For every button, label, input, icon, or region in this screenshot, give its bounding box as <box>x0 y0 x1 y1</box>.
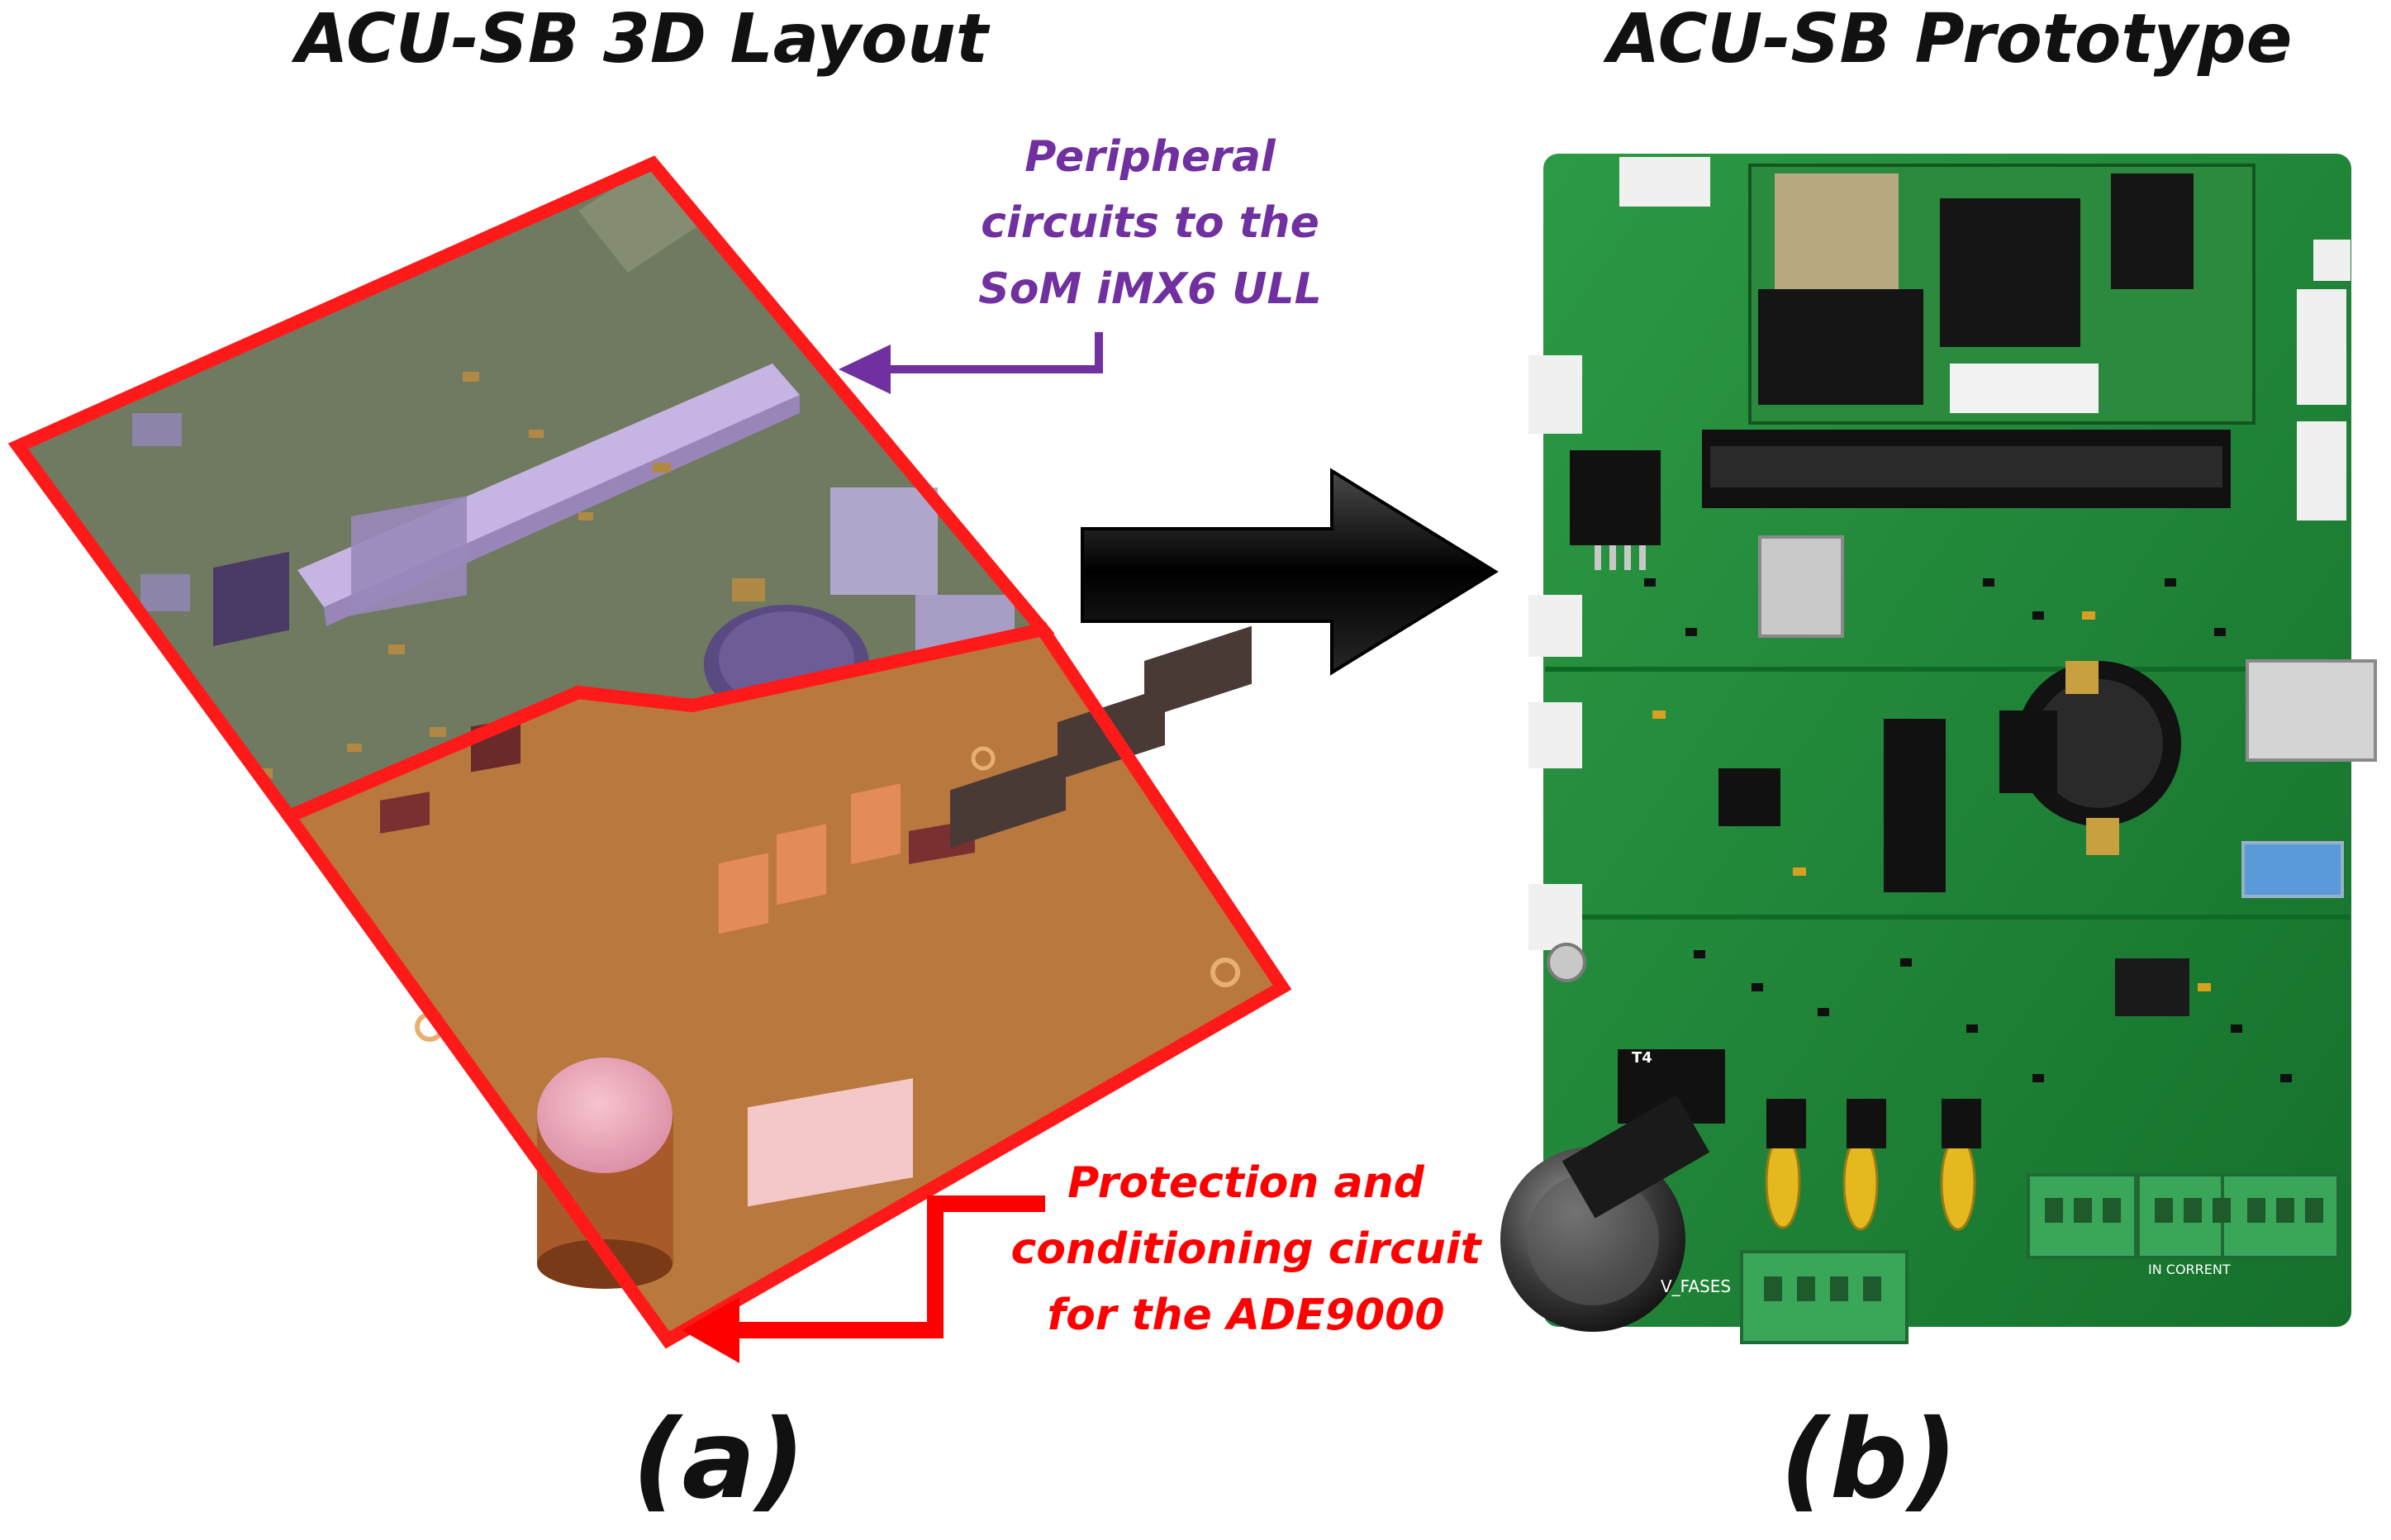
silkscreen-t4: T4 <box>1632 1049 1652 1067</box>
protection-callout: Protection and conditioning circuit for … <box>1010 1150 1481 1348</box>
protection-callout-line: conditioning circuit <box>1010 1224 1481 1274</box>
transition-arrow <box>1081 468 1499 676</box>
protection-callout-line: Protection and <box>1067 1158 1424 1208</box>
silkscreen-in-corrent: IN CORRENT <box>2148 1262 2231 1277</box>
protection-callout-line: for the ADE9000 <box>1047 1290 1445 1340</box>
subfigure-label-a: (a) <box>632 1396 806 1523</box>
silkscreen-v-fases: V_FASES <box>1661 1276 1732 1296</box>
peripheral-callout-line: circuits to the <box>981 198 1319 248</box>
peripheral-callout-arrow <box>884 332 1103 373</box>
peripheral-callout: Peripheral circuits to the SoM iMX6 ULL <box>978 124 1321 322</box>
protection-callout-arrow <box>727 1195 1045 1338</box>
subfigure-label-b: (b) <box>1780 1396 1958 1523</box>
prototype-title: ACU-SB Prototype <box>1607 0 2293 78</box>
pcb-prototype <box>1500 154 2377 1344</box>
peripheral-callout-line: SoM iMX6 ULL <box>978 264 1322 314</box>
pcb-3d-layout <box>7 155 1292 1349</box>
peripheral-callout-line: Peripheral <box>1024 132 1276 182</box>
layout-title: ACU-SB 3D Layout <box>296 0 988 78</box>
protection-outline <box>278 622 1292 1349</box>
